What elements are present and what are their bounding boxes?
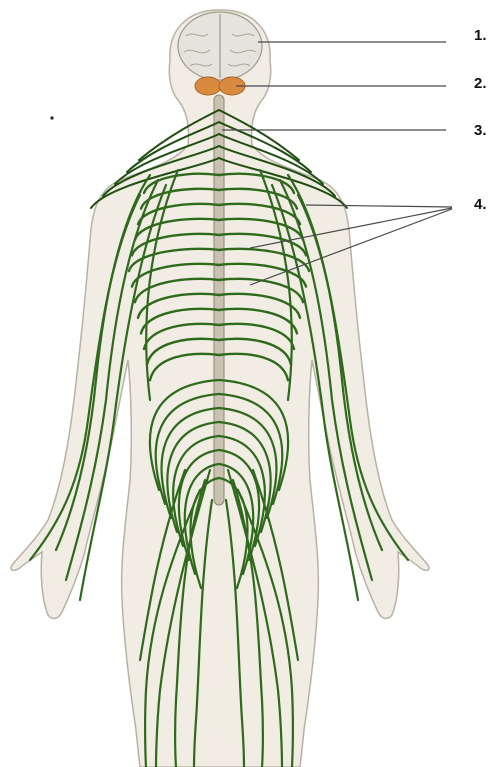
label-4: 4. [474,196,487,213]
label-1: 1. [474,27,487,44]
brain-icon [178,12,262,80]
spinal-cord-icon [214,95,224,505]
stray-dot [50,116,53,119]
label-3: 3. [474,122,487,139]
label-2: 2. [474,75,487,92]
labels: 1. 2. 3. 4. [474,27,487,213]
